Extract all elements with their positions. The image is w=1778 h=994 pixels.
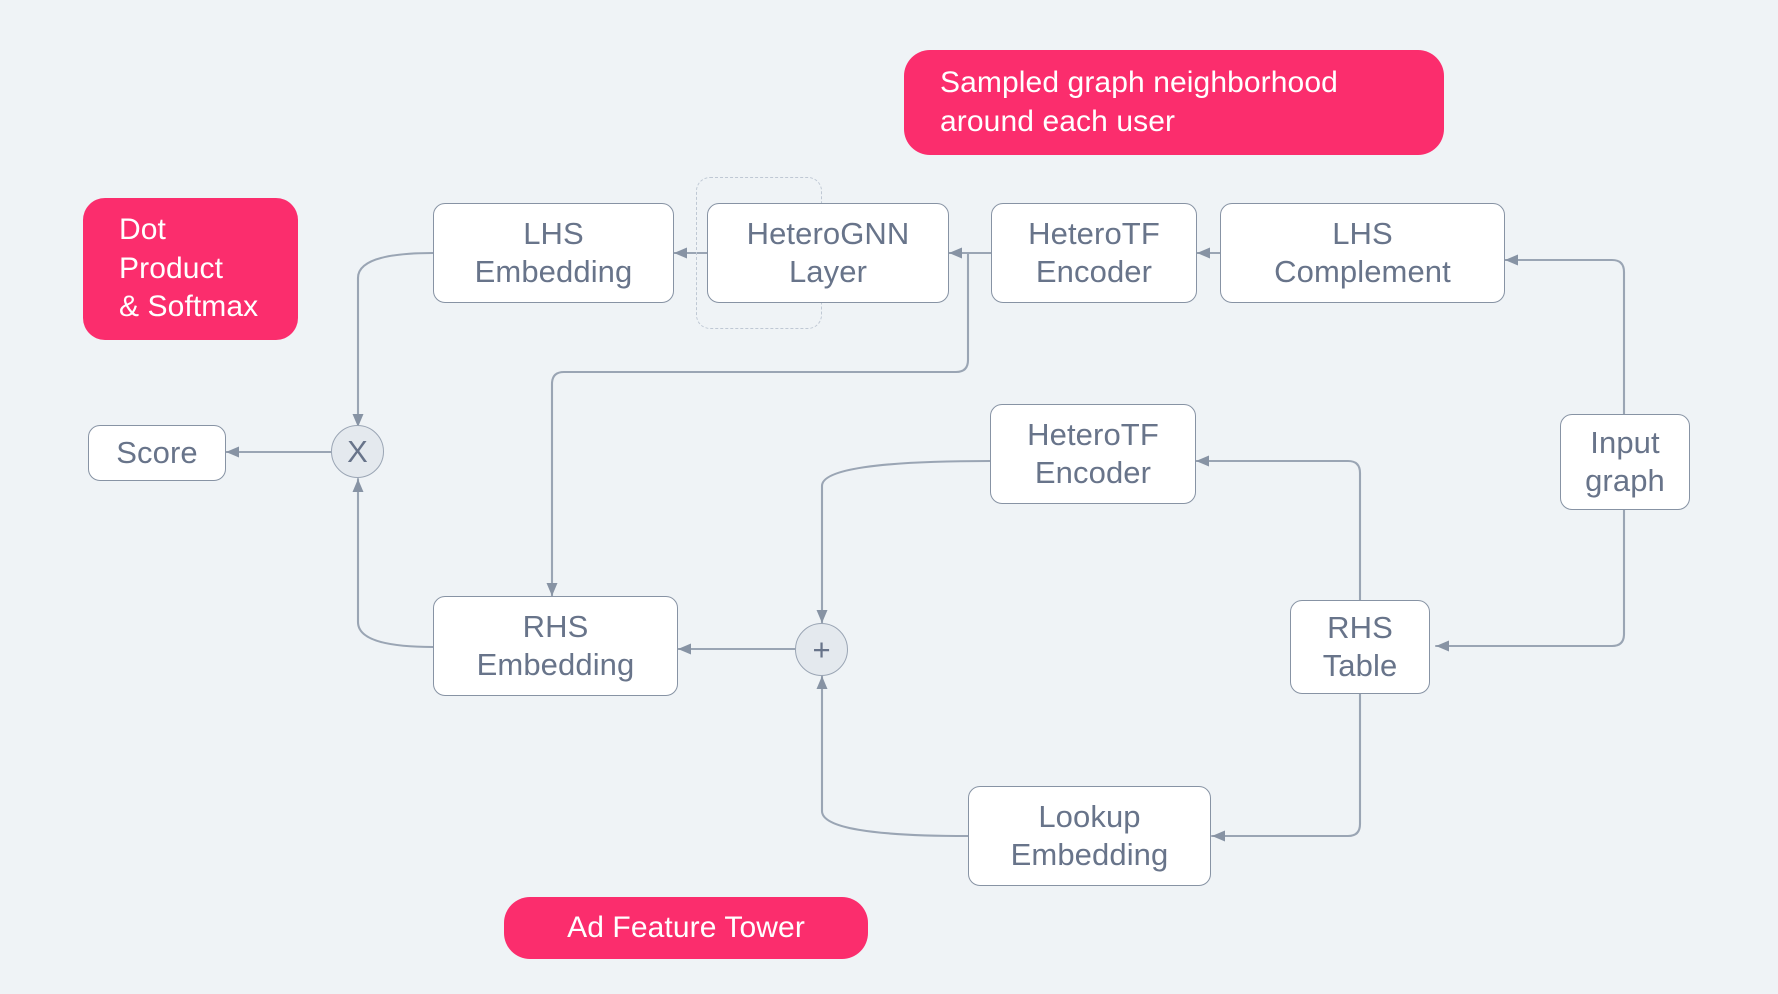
node-score[interactable]: Score: [88, 425, 226, 481]
node-rhs-embedding[interactable]: RHS Embedding: [433, 596, 678, 696]
node-heterotf-encoder-top[interactable]: HeteroTF Encoder: [991, 203, 1197, 303]
edge-rhsembedding-to-multiply: [352, 477, 435, 649]
edge-rhstable-to-heterotfencodermid: [1194, 455, 1362, 602]
edge-heterotfencodermid-to-add: [816, 459, 992, 625]
node-heterognn-layer[interactable]: HeteroGNN Layer: [707, 203, 949, 303]
edge-inputgraph-to-rhstable: [1434, 490, 1626, 652]
node-input-graph[interactable]: Input graph: [1560, 414, 1690, 510]
node-lhs-embedding[interactable]: LHS Embedding: [433, 203, 674, 303]
node-lhs-complement[interactable]: LHS Complement: [1220, 203, 1505, 303]
badge-ad-feature-tower: Ad Feature Tower: [504, 897, 868, 959]
edge-lookupembedding-to-add: [816, 674, 970, 838]
badge-sampled-neighborhood: Sampled graph neighborhood around each u…: [904, 50, 1444, 155]
node-lookup-embedding[interactable]: Lookup Embedding: [968, 786, 1211, 886]
node-heterotf-encoder-mid[interactable]: HeteroTF Encoder: [990, 404, 1196, 504]
edge-lhsembedding-to-multiply: [352, 251, 435, 429]
add-op-node[interactable]: +: [795, 623, 848, 676]
multiply-op-node[interactable]: X: [331, 425, 384, 478]
badge-dot-product-softmax: Dot Product & Softmax: [83, 198, 298, 340]
edge-rhstable-to-lookupembedding: [1210, 691, 1362, 842]
node-rhs-table[interactable]: RHS Table: [1290, 600, 1430, 694]
edge-inputgraph-to-lhscomplement: [1503, 254, 1626, 416]
